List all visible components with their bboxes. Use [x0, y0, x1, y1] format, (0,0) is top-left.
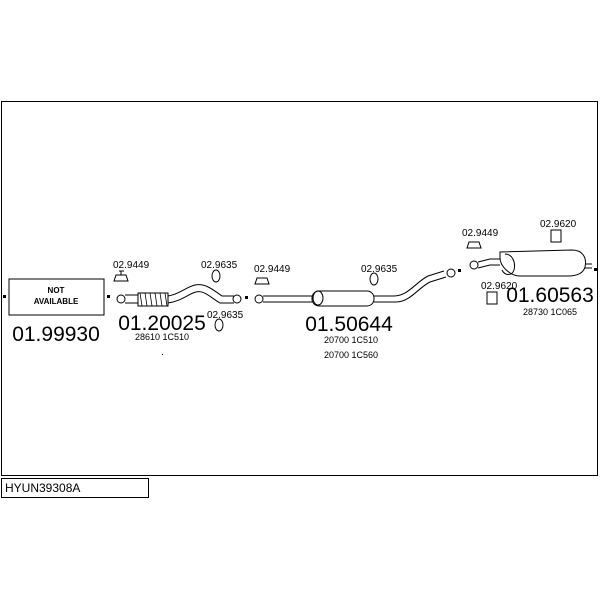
accessory-a2: 02.9635 [201, 260, 238, 283]
assembly-code: HYUN39308A [1, 478, 149, 498]
section-4-oem-1: 28730 1C065 [523, 307, 577, 317]
accessory-label-a3: 02.9635 [207, 310, 244, 321]
accessory-label-a2: 02.9635 [201, 260, 238, 271]
centre-silencer [254, 268, 456, 307]
accessory-label-a1: 02.9449 [113, 260, 150, 271]
section-number-3: 01.50644 [305, 313, 393, 336]
accessory-a1: 02.9449 [113, 260, 150, 282]
accessory-label-a7: 02.9620 [540, 219, 577, 230]
left-end-marker [3, 295, 6, 298]
pipe-marker-2 [458, 269, 461, 272]
accessory-a6: 02.9449 [462, 228, 499, 249]
accessory-a7: 02.9620 [540, 219, 577, 243]
accessory-a4: 02.9449 [254, 264, 291, 285]
accessory-a3: 02.9635 [207, 310, 244, 332]
accessory-label-a5: 02.9635 [361, 264, 398, 275]
right-end-marker [107, 295, 110, 298]
gasket-icon [466, 241, 482, 249]
gasket-icon [113, 274, 129, 282]
not-available-line1: NOT [48, 286, 65, 295]
accessory-label-a6: 02.9449 [462, 228, 499, 239]
tail-marker [594, 268, 597, 271]
not-available-box [8, 278, 105, 316]
rubber-mount-icon [214, 318, 224, 332]
hanger-icon [486, 291, 498, 305]
accessory-a5: 02.9635 [361, 264, 398, 286]
hanger-icon [550, 229, 562, 243]
accessory-label-a8: 02.9620 [481, 281, 518, 292]
section-number-2: 01.20025 [118, 312, 206, 335]
dot [162, 354, 163, 355]
rubber-mount-icon [369, 272, 379, 286]
accessory-a8: 02.9620 [481, 281, 518, 305]
section-3-oem-1: 20700 1C510 [324, 335, 378, 345]
section-3-oem-2: 20700 1C560 [324, 350, 378, 360]
rubber-mount-icon [211, 269, 221, 283]
pipe-marker-1 [245, 296, 248, 299]
not-available-line2: AVAILABLE [34, 297, 79, 306]
accessory-label-a4: 02.9449 [254, 264, 291, 275]
diagram-frame [1, 101, 598, 476]
front-pipe [116, 284, 242, 307]
section-number-1: 01.99930 [12, 323, 100, 346]
section-2-oem-1: 28610 1C510 [135, 332, 189, 342]
rear-silencer [469, 249, 592, 277]
gasket-icon [254, 277, 270, 285]
section-number-4: 01.60563 [506, 284, 594, 307]
